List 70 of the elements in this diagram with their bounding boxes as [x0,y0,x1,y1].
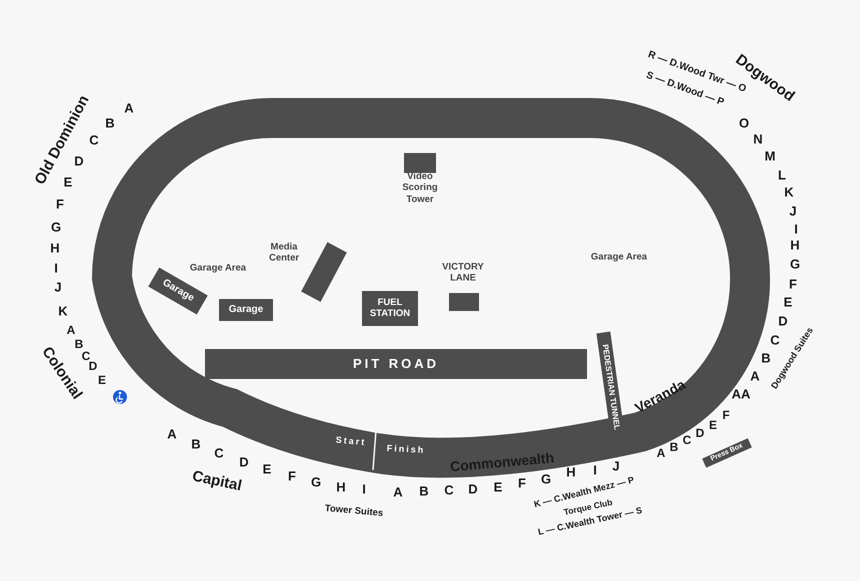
section-letter: E [784,294,792,310]
track-marker: Finish [386,443,426,455]
track-marker: Start [335,434,367,448]
garage-building: Garage [219,299,273,321]
section-letter: C [214,446,224,460]
section-letter: F [288,468,296,484]
section-letter: E [494,480,502,494]
section-letter: M [764,148,776,164]
section-letter: E [262,462,272,476]
section-letter: C [682,433,692,447]
section-letter: A [656,446,666,460]
section-letter: E [98,373,106,387]
stand-name: Capital [190,467,244,495]
victory-lane-platform [449,293,479,311]
tower-building [404,153,436,173]
section-letter: N [753,132,763,146]
section-letter: K [58,304,68,318]
section-letter: F [789,276,797,292]
section-letter: K [784,184,794,200]
section-letter: J [54,280,62,294]
section-letter: L [778,168,786,182]
building-caption: Media Center [268,242,300,264]
section-letter: F [722,408,730,422]
section-letter: D [468,482,478,496]
section-letter: AA [732,386,750,402]
building-caption: Video Scoring Tower [401,170,439,206]
section-letter: B [761,350,771,366]
section-letter: I [794,222,798,236]
section-letter: C [444,482,454,498]
section-letter: O [738,116,750,130]
area-label: Garage Area [590,252,648,262]
section-letter: B [419,484,429,498]
section-letter: A [124,100,134,116]
section-letter: J [612,458,620,474]
section-letter: I [593,462,597,478]
section-letter: H [50,240,60,256]
suite-name: Tower Suites [324,502,384,520]
section-letter: I [54,260,58,276]
section-letter: H [336,480,346,494]
section-letter: J [789,204,797,218]
section-letter: C [89,132,99,148]
section-letter: D [74,154,84,168]
section-letter: B [191,436,201,452]
section-letter: C [82,349,90,363]
section-letter: A [750,368,760,384]
section-letter: D [88,359,98,373]
section-letter: D [778,314,788,328]
section-letter: H [566,464,576,480]
pit-road: PIT ROAD [205,349,587,379]
section-letter: C [770,332,780,348]
section-letter: B [105,116,115,130]
section-letter: F [518,476,526,490]
section-letter: E [709,418,717,432]
section-letter: D [696,426,704,440]
section-letter: A [393,484,403,500]
section-letter: B [670,440,678,454]
section-letter: A [167,426,177,442]
section-letter: D [239,454,249,470]
section-letter: G [790,256,800,272]
section-letter: H [790,238,800,252]
section-letter: G [50,220,62,234]
section-letter: A [66,323,76,337]
section-letter: B [74,337,84,351]
building-caption: VICTORY LANE [441,262,485,284]
section-letter: E [64,174,72,190]
fuel-station-building: FUEL STATION [362,291,418,326]
section-letter: I [362,482,366,496]
section-letter: G [310,474,322,490]
section-letter: F [56,196,64,212]
section-letter: G [540,472,552,486]
